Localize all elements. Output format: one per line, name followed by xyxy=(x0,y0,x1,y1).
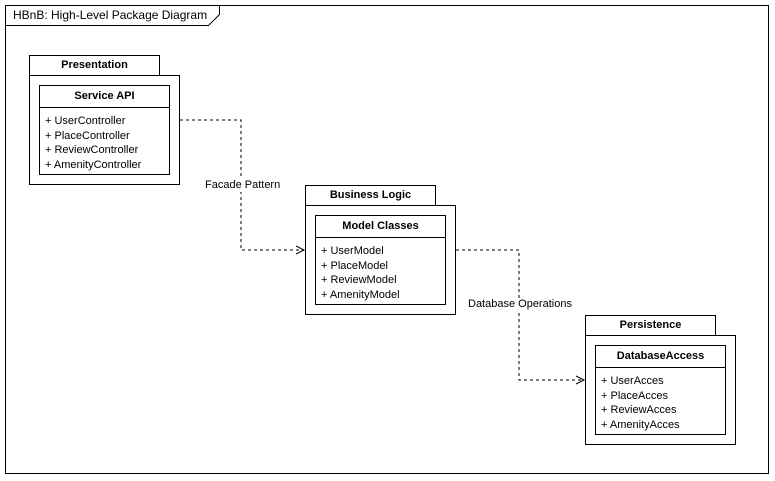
frame-title: HBnB: High-Level Package Diagram xyxy=(13,8,208,22)
class-database-access: DatabaseAccess + UserAcces + PlaceAcces … xyxy=(595,345,726,435)
edge-label-facade: Facade Pattern xyxy=(205,179,281,192)
package-tab-business-logic: Business Logic xyxy=(305,185,436,206)
diagram-frame xyxy=(5,5,769,474)
class-service-api: Service API + UserController + PlaceCont… xyxy=(39,85,170,175)
member-item: + AmenityModel xyxy=(321,288,400,301)
member-item: + AmenityAcces xyxy=(601,418,680,431)
package-tab-persistence: Persistence xyxy=(585,315,716,336)
class-title: DatabaseAccess xyxy=(596,346,725,368)
edge-database-operations xyxy=(456,249,583,381)
member-item: + PlaceModel xyxy=(321,259,388,272)
class-title: Service API xyxy=(40,86,169,108)
member-item: + PlaceController xyxy=(45,129,130,142)
arrowhead-facade xyxy=(295,245,306,255)
member-item: + UserController xyxy=(45,115,126,127)
member-item: + ReviewAcces xyxy=(601,404,677,416)
member-list: + UserModel + PlaceModel + ReviewModel +… xyxy=(316,238,445,302)
member-item: + UserAcces xyxy=(601,375,664,387)
class-title: Model Classes xyxy=(316,216,445,238)
class-model-classes: Model Classes + UserModel + PlaceModel +… xyxy=(315,215,446,305)
package-tab-presentation: Presentation xyxy=(29,55,160,76)
member-item: + UserModel xyxy=(321,245,384,257)
arrowhead-database xyxy=(575,375,586,385)
member-item: + ReviewModel xyxy=(321,274,397,286)
member-item: + PlaceAcces xyxy=(601,389,668,402)
edge-label-database: Database Operations xyxy=(468,298,572,311)
member-item: + ReviewController xyxy=(45,144,139,156)
member-list: + UserController + PlaceController + Rev… xyxy=(40,108,169,172)
member-list: + UserAcces + PlaceAcces + ReviewAcces +… xyxy=(596,368,725,432)
member-item: + AmenityController xyxy=(45,158,142,171)
